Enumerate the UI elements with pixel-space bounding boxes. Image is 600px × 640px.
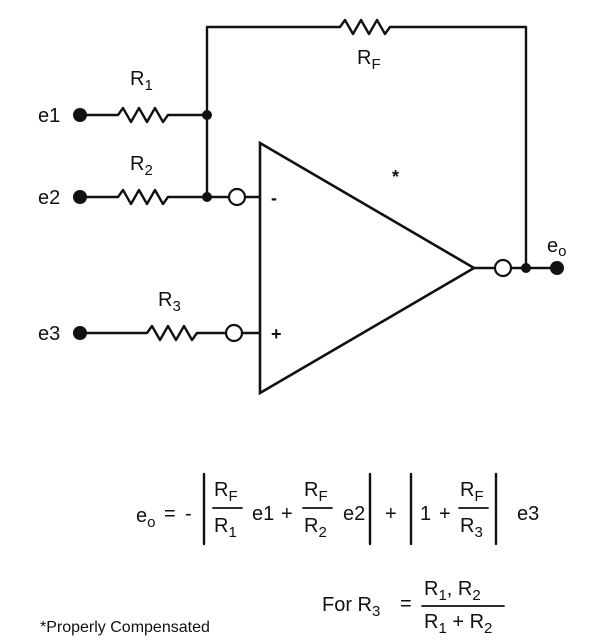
wire-feedback-right (388, 25, 528, 270)
op-amp-triangle (258, 140, 477, 396)
label-e1: e1 (38, 105, 60, 127)
eq-plus-2: + (385, 503, 397, 525)
eq-term-e1: e1 (252, 503, 274, 525)
resistor-rf (339, 18, 391, 36)
condition-numerator: R1, R2 (424, 578, 481, 604)
label-inverting-minus: - (271, 188, 277, 208)
eq-one: 1 (420, 503, 431, 525)
label-e2: e2 (38, 187, 60, 209)
condition-denominator: R1 + R2 (424, 611, 492, 637)
resistor-r2 (117, 188, 169, 206)
label-eo: eo (547, 235, 566, 260)
eq-term-e2: e2 (343, 503, 365, 525)
frac3-numerator: RF (460, 479, 484, 505)
footnote-properly-compensated: *Properly Compensated (40, 619, 210, 636)
r3-condition: For R3 = R1, R2 R1 + R2 (322, 578, 505, 637)
eq-negative: - (185, 503, 192, 525)
condition-equals: = (400, 593, 412, 615)
junction-output (521, 263, 531, 273)
frac1-denominator: R1 (214, 515, 237, 541)
label-noninverting-plus: + (271, 324, 282, 344)
label-r1: R1 (130, 68, 153, 94)
resistor-r3 (146, 324, 198, 342)
eq-equals: = (164, 503, 176, 525)
wire-feedback-left (205, 25, 342, 199)
feedback-path (205, 18, 528, 270)
output-branch (472, 258, 564, 278)
label-rf: RF (357, 47, 381, 73)
noninverting-pin-ring (224, 323, 244, 343)
input-e2-branch (73, 187, 262, 207)
label-e3: e3 (38, 323, 60, 345)
condition-prefix: For R3 (322, 594, 380, 620)
eq-term-e3: e3 (517, 503, 539, 525)
frac1-numerator: RF (214, 479, 238, 505)
frac3-denominator: R3 (460, 515, 483, 541)
output-pin-ring (493, 258, 513, 278)
circuit (73, 18, 564, 396)
label-r2: R2 (130, 153, 153, 179)
eq-plus-3: + (439, 503, 451, 525)
frac2-numerator: RF (304, 479, 328, 505)
input-e1-branch (73, 106, 212, 124)
output-eo-terminal[interactable] (550, 261, 564, 275)
resistor-r1 (117, 106, 169, 124)
inverting-pin-ring (227, 187, 247, 207)
input-e3-branch (73, 323, 262, 343)
transfer-equation: eo = - RF R1 e1 + RF R2 e2 + 1 + RF R3 e… (136, 472, 539, 546)
frac2-denominator: R2 (304, 515, 327, 541)
circuit-labels: e1 e2 e3 eo R1 R2 R3 RF - + * (38, 47, 566, 345)
compensation-asterisk: * (392, 167, 399, 187)
eq-lhs: eo (136, 505, 155, 531)
eq-plus-1: + (281, 503, 293, 525)
label-r3: R3 (158, 289, 181, 315)
